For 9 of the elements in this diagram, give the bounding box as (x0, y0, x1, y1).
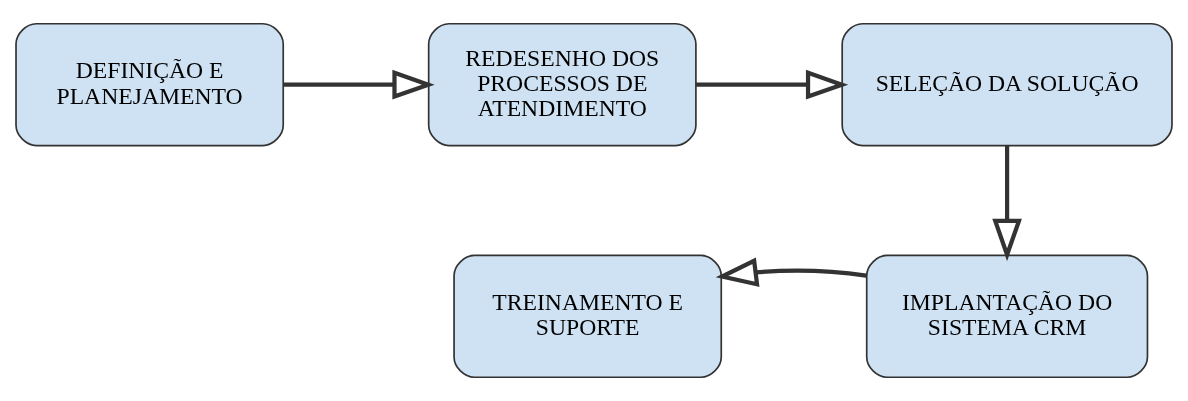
arrow (283, 69, 435, 100)
arrow (992, 145, 1022, 262)
node-box: SELEÇÃO DA SOLUÇÃO (841, 22, 1173, 147)
arrow (696, 69, 849, 100)
node-box: DEFINIÇÃO E PLANEJAMENTO (15, 22, 285, 147)
node-box: REDESENHO DOS PROCESSOS DE ATENDIMENTO (427, 22, 697, 147)
node-box: IMPLANTAÇÃO DO SISTEMA CRM (865, 254, 1149, 379)
arrow (715, 257, 867, 287)
node-box: TREINAMENTO E SUPORTE (453, 254, 723, 379)
